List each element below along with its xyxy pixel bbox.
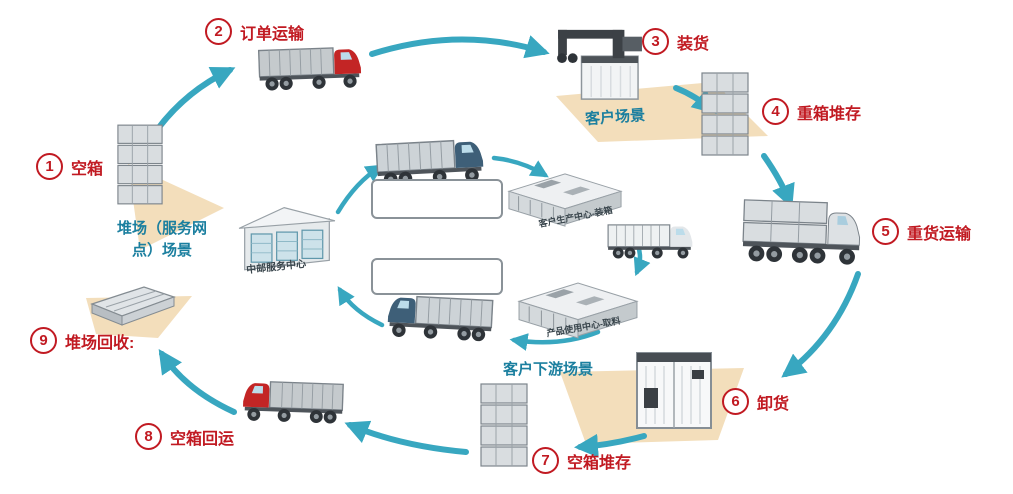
step-8: 8 空箱回运 xyxy=(135,423,234,450)
step-5-badge: 5 xyxy=(872,218,899,245)
step-4-label: 重箱堆存 xyxy=(797,105,862,123)
center-label-box-bottom xyxy=(371,258,503,295)
step-7: 7 空箱堆存 xyxy=(532,447,631,474)
step-9-badge: 9 xyxy=(30,327,57,354)
order-transport-truck-icon xyxy=(257,42,365,93)
step-3-badge: 3 xyxy=(642,28,669,55)
loading-crane-icon xyxy=(552,25,650,103)
unloading-container-icon xyxy=(634,346,714,432)
customer-scene-label: 客户场景 xyxy=(584,106,646,129)
step-4-badge: 4 xyxy=(762,98,789,125)
step-9-label: 堆场回收: xyxy=(65,334,135,352)
delivery-van-icon xyxy=(607,221,695,260)
step-5: 5 重货运输 xyxy=(872,218,971,245)
step-4: 4 重箱堆存 xyxy=(762,98,861,125)
step-2-badge: 2 xyxy=(205,18,232,45)
empty-container-storage-icon xyxy=(479,381,529,469)
step-5-label: 重货运输 xyxy=(907,225,972,243)
step-1: 1 空箱 xyxy=(36,153,103,180)
step-9: 9 堆场回收: xyxy=(30,327,134,354)
step-6: 6 卸货 xyxy=(722,388,789,415)
step-1-badge: 1 xyxy=(36,153,63,180)
step-2: 2 订单运输 xyxy=(205,18,304,45)
step-7-badge: 7 xyxy=(532,447,559,474)
step-2-label: 订单运输 xyxy=(240,25,305,43)
step-6-label: 卸货 xyxy=(757,395,790,413)
step-3: 3 装货 xyxy=(642,28,709,55)
downstream-scene-label: 客户下游场景 xyxy=(503,361,594,378)
step-1-label: 空箱 xyxy=(71,160,104,178)
yard-scene-label: 堆场（服务网点）场景 xyxy=(116,220,207,259)
step-8-badge: 8 xyxy=(135,423,162,450)
heavy-cargo-truck-icon xyxy=(741,198,867,269)
empty-container-stack-icon xyxy=(116,122,164,207)
outbound-truck-icon xyxy=(384,290,494,344)
empty-return-truck-icon xyxy=(239,376,345,426)
center-label-box-top xyxy=(371,179,503,219)
step-3-label: 装货 xyxy=(677,35,710,53)
step-6-badge: 6 xyxy=(722,388,749,415)
step-7-label: 空箱堆存 xyxy=(567,454,632,472)
heavy-container-stack-icon xyxy=(700,70,750,158)
step-8-label: 空箱回运 xyxy=(170,430,235,448)
